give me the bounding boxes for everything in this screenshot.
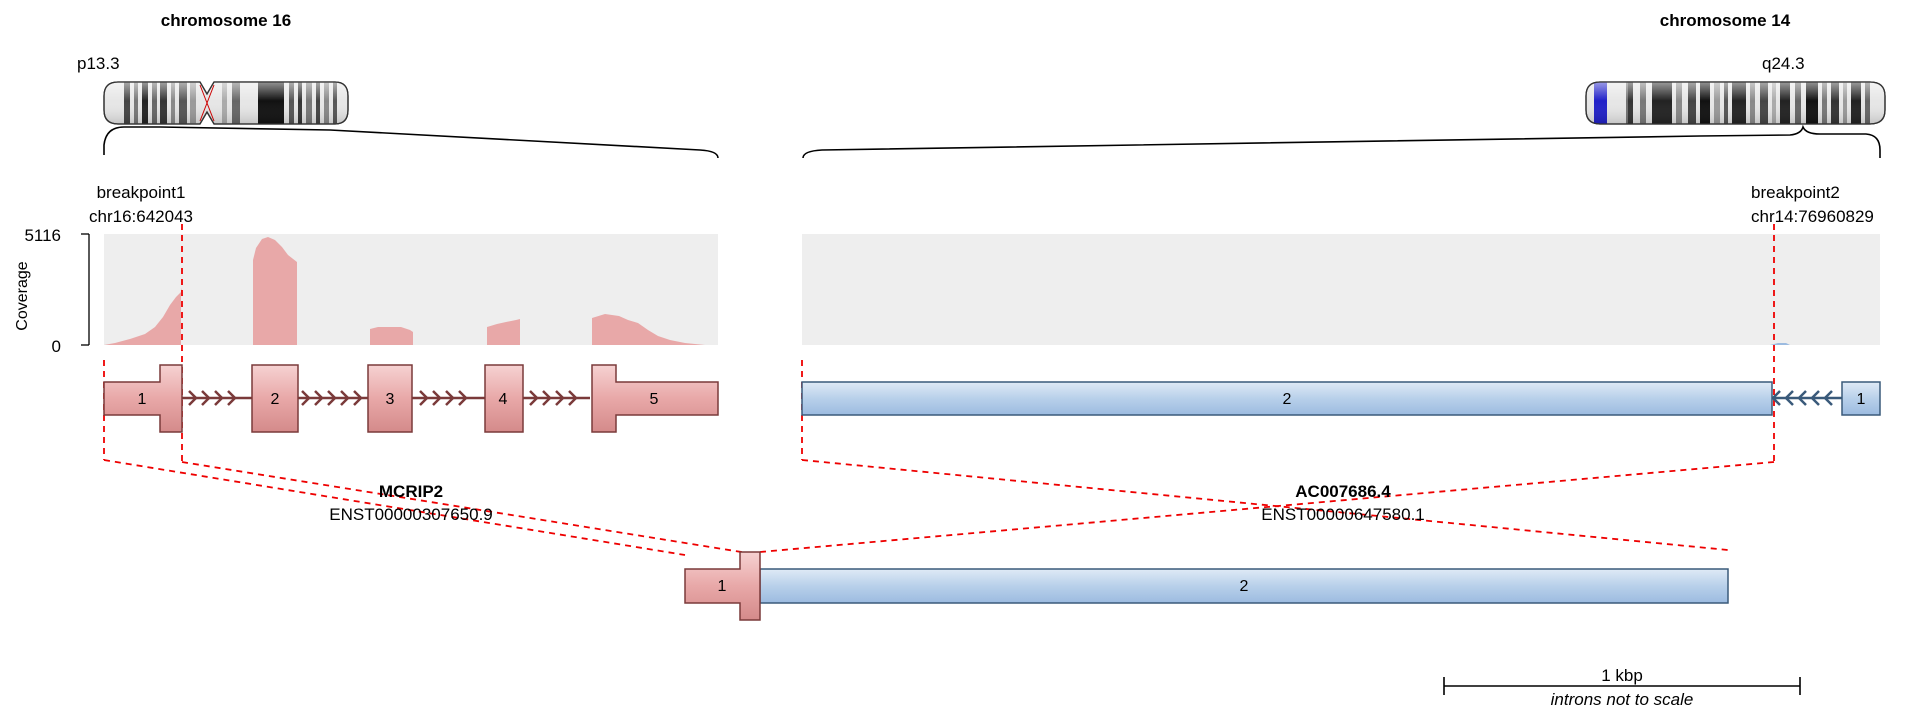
coverage-max-label: 5116 <box>24 226 61 245</box>
chromosome-right-title: chromosome 14 <box>1660 11 1791 30</box>
coverage-axis: 5116 0 Coverage <box>14 226 90 356</box>
gene-name-right: AC007686.4 <box>1295 482 1391 501</box>
fusion-exon-1-label: 1 <box>718 578 727 595</box>
left-exon-5 <box>591 364 719 433</box>
breakpoint2-label: breakpoint2 <box>1751 183 1840 202</box>
left-exon-2 <box>251 364 299 433</box>
chromosome-14-ideogram <box>1585 81 1886 125</box>
fusion-transcript: 1 2 <box>684 551 1729 621</box>
breakpoint1-coordinate: chr16:642043 <box>89 207 193 226</box>
transcript-id-left: ENST00000307650.9 <box>329 505 493 524</box>
left-exon-3 <box>367 364 413 433</box>
zoom-bracket-left <box>103 126 719 159</box>
chromosome-16-ideogram <box>103 81 349 125</box>
coverage-panel-right <box>802 234 1880 345</box>
gene-name-left: MCRIP2 <box>379 482 443 501</box>
right-exon-1 <box>1841 381 1881 416</box>
left-exon-5-label: 5 <box>650 391 659 408</box>
coverage-track-left <box>104 237 705 345</box>
right-exon-1-label: 1 <box>1857 391 1866 408</box>
intron-arrows-left <box>188 390 578 406</box>
transcript-id-right: ENST00000647580.1 <box>1261 505 1425 524</box>
right-exon-2 <box>801 381 1773 416</box>
scale-bar-label: 1 kbp <box>1601 666 1643 685</box>
fusion-exon-1 <box>684 551 761 621</box>
coverage-min-label: 0 <box>52 337 61 356</box>
left-exon-1-label: 1 <box>138 391 147 408</box>
left-exon-1 <box>103 364 183 433</box>
gene-model-left: 1 2 3 4 5 <box>103 364 719 433</box>
chromosome-left-band: p13.3 <box>77 54 120 73</box>
gene-model-right: 2 1 <box>801 381 1881 416</box>
fusion-exon-2 <box>759 568 1729 604</box>
coverage-track-right <box>1770 343 1790 345</box>
scale-bar-note: introns not to scale <box>1551 690 1694 707</box>
left-exon-2-label: 2 <box>271 391 280 408</box>
left-exon-4-label: 4 <box>499 391 508 408</box>
breakpoint1-label: breakpoint1 <box>97 183 186 202</box>
left-exon-4 <box>484 364 524 433</box>
scale-bar: 1 kbp introns not to scale <box>1443 666 1801 709</box>
right-exon-2-label: 2 <box>1283 391 1292 408</box>
breakpoint2-coordinate: chr14:76960829 <box>1751 207 1874 226</box>
chromosome-right-band: q24.3 <box>1762 54 1805 73</box>
intron-arrows-right <box>1771 390 1833 406</box>
chromosome-left-title: chromosome 16 <box>161 11 291 30</box>
coverage-axis-label: Coverage <box>14 261 31 330</box>
fusion-exon-2-label: 2 <box>1240 578 1249 595</box>
zoom-bracket-right <box>802 124 1881 159</box>
left-exon-3-label: 3 <box>386 391 395 408</box>
